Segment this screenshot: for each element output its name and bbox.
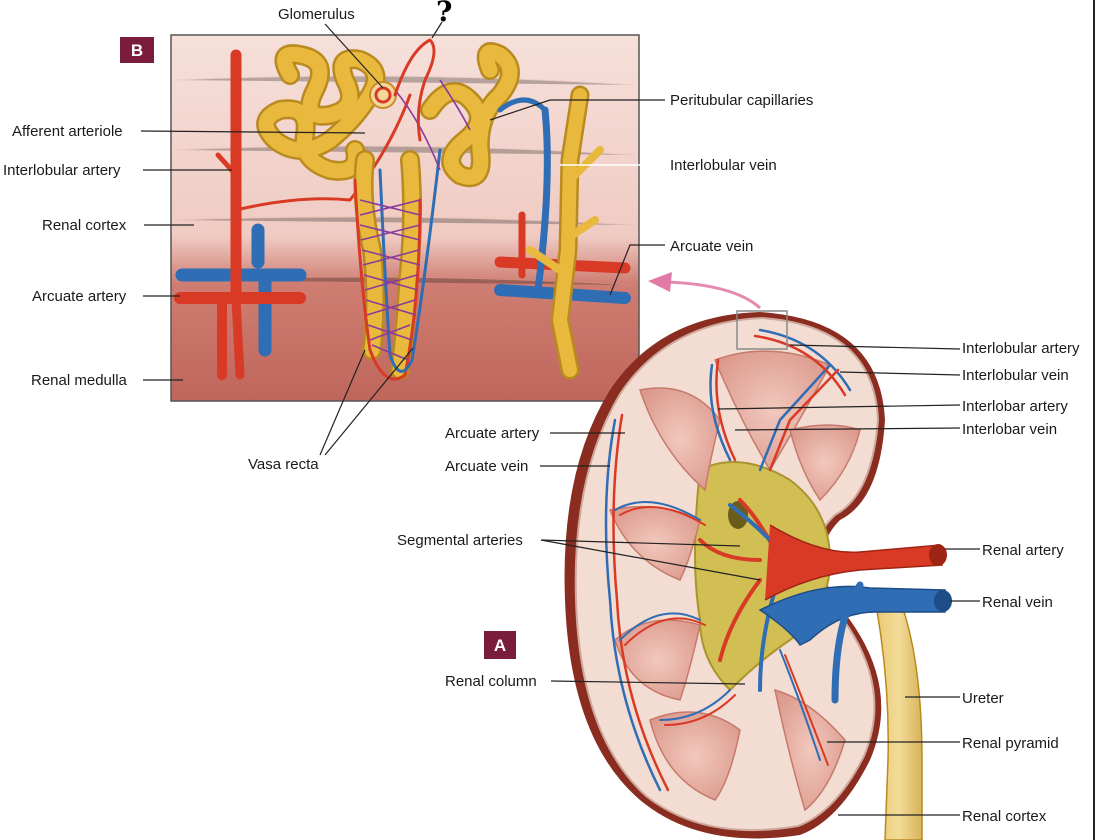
label-interlobular-vein-a: Interlobular vein	[962, 367, 1069, 384]
label-ureter: Ureter	[962, 690, 1004, 707]
label-interlobular-vein-b: Interlobular vein	[670, 157, 777, 174]
renal-pyramids	[608, 350, 861, 812]
label-interlobar-artery: Interlobar artery	[962, 398, 1068, 415]
panel-a-leaders	[540, 344, 980, 816]
zoom-box	[736, 310, 788, 350]
left-artery-system	[174, 49, 412, 380]
svg-text:A: A	[494, 636, 506, 655]
renal-hilum-vessels	[758, 524, 952, 704]
zoom-arrow	[648, 272, 762, 310]
right-vein-system	[494, 85, 631, 380]
label-interlobular-artery-a: Interlobular artery	[962, 340, 1080, 357]
label-interlobular-artery-b: Interlobular artery	[3, 162, 121, 179]
svg-text:B: B	[131, 41, 143, 60]
label-peritubular-capillaries: Peritubular capillaries	[670, 92, 813, 109]
label-renal-column: Renal column	[445, 673, 537, 690]
panel-b-leaders	[140, 21, 665, 456]
label-arcuate-artery-b: Arcuate artery	[32, 288, 127, 305]
label-renal-artery: Renal artery	[982, 542, 1064, 559]
label-arcuate-vein-b: Arcuate vein	[670, 238, 753, 255]
label-segmental-arteries: Segmental arteries	[397, 532, 523, 549]
label-interlobar-vein: Interlobar vein	[962, 421, 1057, 438]
badge-a: A	[484, 631, 516, 659]
badge-b: B	[120, 37, 154, 63]
label-arcuate-vein-a: Arcuate vein	[445, 458, 528, 475]
label-vasa-recta: Vasa recta	[248, 456, 319, 473]
label-arcuate-artery-a: Arcuate artery	[445, 425, 540, 442]
label-glomerulus: Glomerulus	[278, 6, 355, 23]
question-mark: ?	[436, 0, 452, 28]
label-renal-pyramid: Renal pyramid	[962, 735, 1059, 752]
label-renal-vein: Renal vein	[982, 594, 1053, 611]
label-renal-cortex-a: Renal cortex	[962, 808, 1047, 825]
label-renal-cortex-b: Renal cortex	[42, 217, 127, 234]
panel-b: B	[3, 0, 813, 473]
glomerulus-drawing	[369, 38, 436, 142]
label-afferent-arteriole: Afferent arteriole	[12, 123, 123, 140]
label-renal-medulla: Renal medulla	[31, 372, 128, 389]
ureter-tube	[874, 599, 923, 840]
